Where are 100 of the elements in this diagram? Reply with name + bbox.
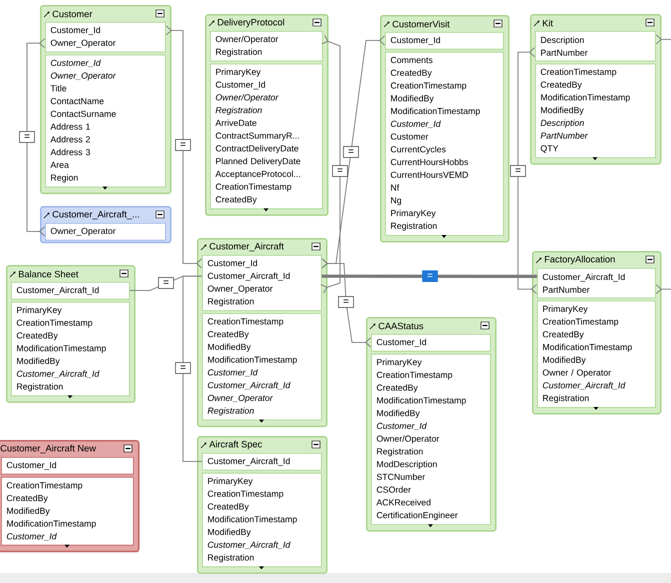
field-name: ContactName	[50, 98, 104, 104]
table-title: Balance Sheet	[18, 270, 78, 278]
field-name: ModificationTimestamp	[377, 397, 466, 406]
field-name: Registration	[216, 106, 262, 115]
field-name: ModDescription	[377, 460, 437, 469]
field-name: Title	[50, 85, 66, 92]
field-name: Customer_Id	[208, 260, 258, 268]
field-list	[210, 64, 323, 210]
field-name: ModifiedBy	[377, 410, 420, 418]
field-name: Registration	[543, 394, 589, 403]
field-name: Registration	[391, 222, 437, 231]
field-name: Customer_Id	[6, 462, 56, 470]
relationship-line	[182, 276, 202, 462]
field-name: Customer_Id	[50, 26, 100, 35]
field-name: CreationTimestamp	[208, 490, 284, 499]
field-name: Owner_Operator	[50, 72, 116, 80]
field-name: Registration	[17, 383, 63, 392]
field-name: CreationTimestamp	[16, 319, 92, 328]
field-name: Registration	[216, 48, 262, 57]
field-name: Planned DeliveryDate	[216, 158, 300, 166]
edge-label: =	[175, 362, 191, 374]
field-name: ContractDeliveryDate	[216, 145, 298, 154]
field-name: PrimaryKey	[391, 210, 436, 218]
field-name: ContactSurname	[50, 110, 116, 117]
field-name: PartNumber	[543, 286, 590, 293]
field-list	[535, 64, 656, 158]
field-name: CreatedBy	[216, 196, 257, 204]
field-name: Customer_Id	[6, 532, 57, 540]
field-name: Address 2	[50, 136, 90, 142]
edge-label: =	[338, 296, 354, 308]
field-name: Owner / Operator	[542, 369, 611, 378]
field-name: Description	[540, 120, 584, 128]
table-title: Customer_Aircraft	[210, 242, 284, 252]
field-name: CreationTimestamp	[376, 372, 452, 380]
field-name: Customer_Aircraft_Id	[542, 274, 625, 282]
field-name: CreationTimestamp	[540, 68, 616, 77]
field-name: CreationTimestamp	[542, 318, 618, 326]
field-name: ContractSummaryR...	[216, 132, 299, 140]
field-name: Owner_Operator	[208, 286, 273, 294]
relationship-line	[518, 47, 537, 294]
field-name: CreatedBy	[208, 330, 249, 339]
field-name: PrimaryKey	[543, 305, 588, 314]
field-name: Owner_Operator	[50, 40, 116, 48]
field-name: QTY	[540, 145, 558, 154]
field-list	[202, 313, 322, 420]
field-name: ModificationTimestamp	[7, 520, 96, 528]
field-name: CreationTimestamp	[6, 482, 82, 490]
field-name: Nf	[391, 184, 400, 191]
field-name: Customer_Aircraft_Id	[208, 541, 290, 549]
field-list	[202, 255, 322, 311]
table-title: Aircraft Spec	[209, 440, 262, 450]
table-title: Customer_Aircraft New	[0, 444, 96, 454]
field-name: Customer_Aircraft_Id	[16, 370, 100, 378]
field-name: Owner/Operator	[216, 94, 279, 102]
field-name: Registration	[377, 448, 423, 456]
field-name: Address 3	[50, 148, 90, 156]
field-name: CreationTimestamp	[390, 82, 466, 90]
field-name: PrimaryKey	[377, 358, 422, 367]
field-list	[202, 453, 322, 471]
field-name: PrimaryKey	[17, 306, 62, 315]
table-title: Customer	[52, 10, 92, 18]
edge-label: =	[19, 131, 35, 143]
field-name: Customer_Aircraft_Id	[542, 382, 626, 390]
relationship-line	[320, 34, 340, 294]
field-name: Registration	[208, 554, 254, 562]
table-title: CAAStatus	[378, 322, 424, 330]
relationship-line	[26, 38, 46, 236]
field-name: CreatedBy	[376, 384, 418, 392]
field-name: PartNumber	[540, 132, 588, 139]
field-list	[45, 22, 166, 52]
field-name: CreatedBy	[208, 503, 249, 512]
field-name: STCNumber	[376, 474, 425, 480]
relationship-line	[322, 274, 537, 278]
field-name: ModificationTimestamp	[208, 356, 297, 364]
field-list	[537, 300, 656, 408]
field-name: ModifiedBy	[391, 94, 434, 104]
field-name: ModificationTimestamp	[541, 94, 630, 102]
edge-label: =	[332, 165, 348, 177]
field-name: CurrentHoursHobbs	[390, 158, 468, 166]
field-name: ModifiedBy	[541, 106, 584, 115]
field-name: CreationTimestamp	[216, 183, 292, 192]
relationship-line	[656, 284, 671, 294]
field-list	[535, 31, 656, 62]
field-name: AcceptanceProtocol...	[215, 170, 300, 179]
field-name: Customer_Id	[376, 422, 427, 430]
field-name: Description	[541, 36, 584, 45]
field-name: CSOrder	[376, 486, 411, 493]
field-name: PartNumber	[541, 49, 588, 56]
field-name: Owner_Operator	[50, 228, 116, 236]
field-name: Registration	[208, 298, 254, 306]
field-name: ModifiedBy	[7, 507, 50, 516]
field-name: ModificationTimestamp	[391, 108, 480, 116]
field-name: Comments	[390, 56, 432, 64]
field-name: PrimaryKey	[216, 68, 261, 77]
relationship-line	[322, 258, 371, 348]
field-name: ModifiedBy	[208, 528, 251, 537]
field-name: CreationTimestamp	[208, 318, 284, 326]
field-name: CertificationEngineer	[376, 512, 458, 520]
field-list	[537, 268, 656, 298]
field-name: CreatedBy	[540, 81, 582, 90]
